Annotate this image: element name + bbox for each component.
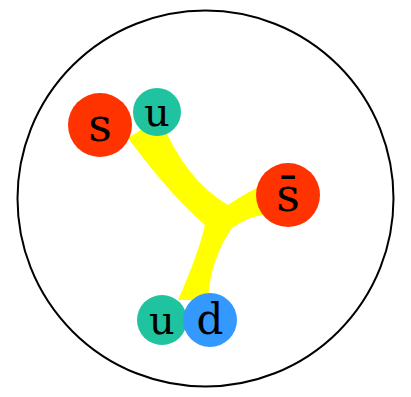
quark-fill <box>68 93 132 157</box>
gluon-flux-tube <box>128 118 278 300</box>
quark-fill <box>137 295 187 345</box>
quark-fill <box>183 293 237 347</box>
quark-circle: u <box>133 88 181 136</box>
quark-fill <box>256 163 320 227</box>
quark-label: u <box>137 295 187 345</box>
quark-label: s <box>68 93 132 157</box>
quark-label: u <box>133 88 181 136</box>
quark-label: d <box>183 293 237 347</box>
quark-circle: s̄ <box>256 163 320 227</box>
hadron-boundary <box>18 11 394 387</box>
quark-fill <box>133 88 181 136</box>
quark-circle: d <box>183 293 237 347</box>
quark-circle: u <box>137 295 187 345</box>
quark-circle: s <box>68 93 132 157</box>
quark-label: s̄ <box>256 163 320 227</box>
